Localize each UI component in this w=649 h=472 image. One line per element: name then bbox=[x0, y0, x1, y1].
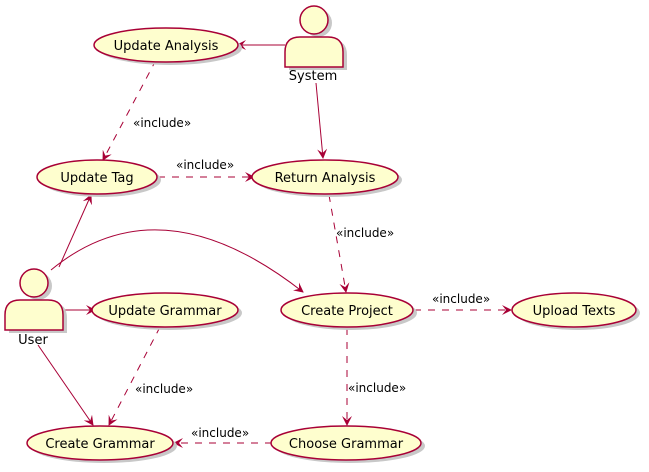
usecase-label: Choose Grammar bbox=[289, 437, 404, 452]
edge-label: «include» bbox=[133, 116, 191, 130]
usecase-label: Create Project bbox=[301, 304, 393, 319]
actor-icon bbox=[284, 5, 347, 70]
usecase-label: Create Grammar bbox=[45, 437, 155, 452]
edge-update-analysis-update-tag bbox=[102, 59, 157, 161]
edge-label: «include» bbox=[348, 381, 406, 395]
edge-user-update-tag bbox=[58, 194, 92, 268]
edge-user-create-grammar bbox=[37, 344, 94, 426]
actor-icon bbox=[4, 268, 67, 333]
edges-layer bbox=[37, 40, 512, 448]
usecase-upload-texts[interactable]: Upload Texts bbox=[511, 292, 640, 330]
usecase-update-analysis[interactable]: Update Analysis bbox=[93, 27, 242, 65]
edge-user-create-project bbox=[50, 229, 304, 293]
usecase-create-project[interactable]: Create Project bbox=[280, 292, 417, 330]
usecase-update-tag[interactable]: Update Tag bbox=[36, 159, 161, 197]
edge-system-return-analysis bbox=[315, 82, 328, 159]
actor-user[interactable]: User bbox=[4, 268, 67, 348]
edge-label: «include» bbox=[336, 226, 394, 240]
usecase-label: Upload Texts bbox=[533, 304, 616, 319]
edge-label: «include» bbox=[191, 426, 249, 440]
edge-label: «include» bbox=[135, 382, 193, 396]
usecase-label: Update Tag bbox=[60, 171, 133, 186]
edge-label: «include» bbox=[176, 158, 234, 172]
usecase-create-grammar[interactable]: Create Grammar bbox=[26, 425, 177, 463]
usecase-label: Update Analysis bbox=[114, 39, 219, 54]
usecase-label: Update Grammar bbox=[108, 304, 222, 319]
actors-layer: System User bbox=[4, 5, 347, 348]
edge-label: «include» bbox=[432, 292, 490, 306]
usecase-update-grammar[interactable]: Update Grammar bbox=[91, 292, 242, 330]
usecases-layer: Update Analysis Update Tag Return Analys… bbox=[26, 27, 640, 463]
usecase-choose-grammar[interactable]: Choose Grammar bbox=[270, 425, 425, 463]
usecase-label: Return Analysis bbox=[275, 171, 376, 186]
usecase-return-analysis[interactable]: Return Analysis bbox=[251, 159, 402, 197]
edge-labels-layer: «include» «include» «include» «include» … bbox=[133, 116, 490, 440]
edge-return-analysis-create-project bbox=[328, 194, 350, 293]
edge-update-grammar-create-grammar bbox=[108, 326, 161, 426]
actor-system[interactable]: System bbox=[284, 5, 347, 84]
actor-label: User bbox=[18, 333, 48, 348]
actor-label: System bbox=[289, 69, 337, 84]
